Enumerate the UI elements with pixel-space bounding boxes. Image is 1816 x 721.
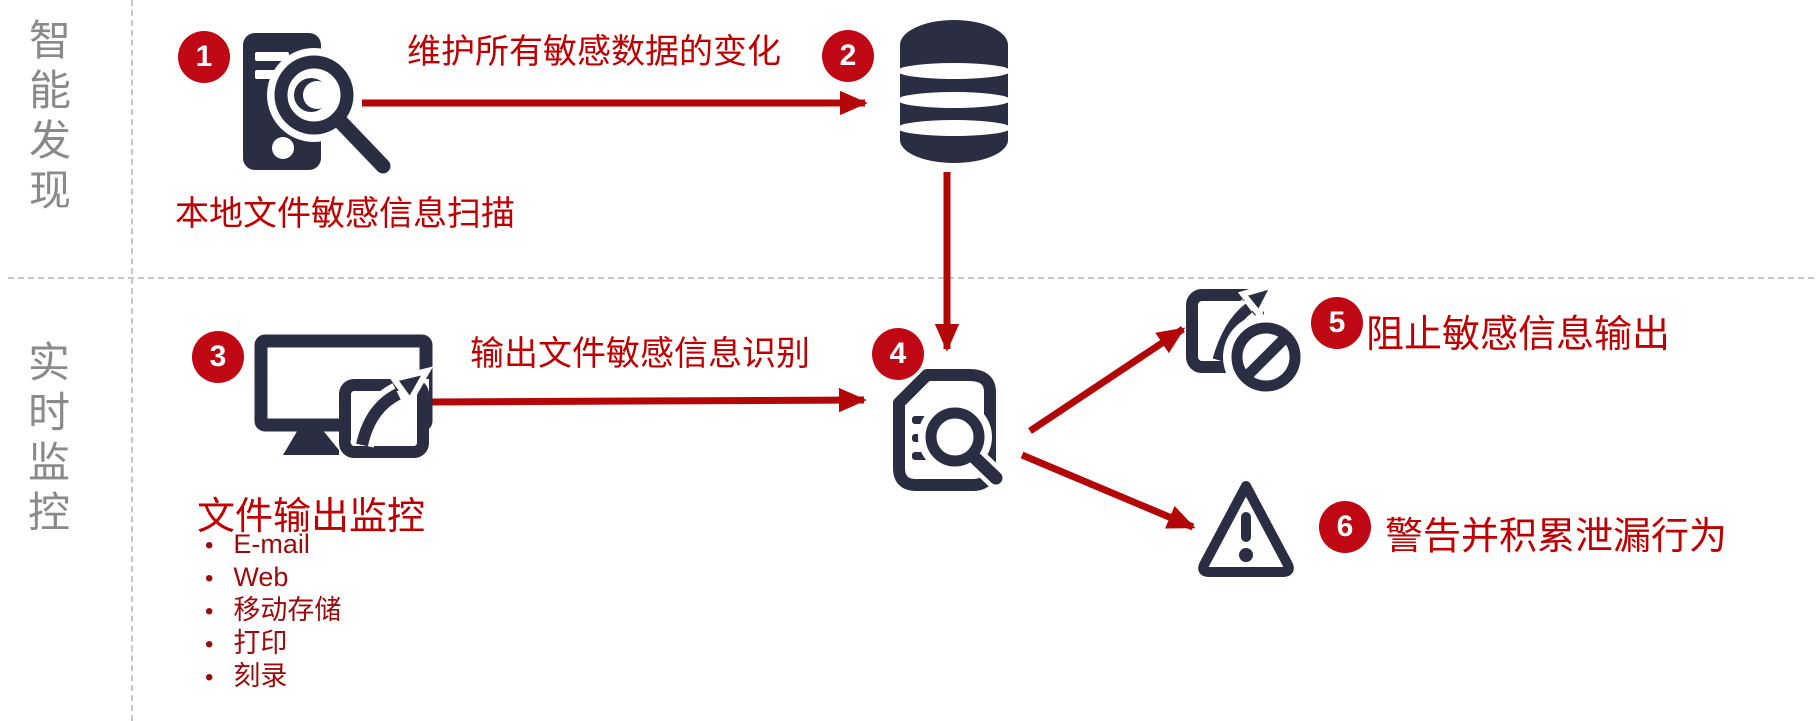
- document-block-icon: [1186, 280, 1309, 400]
- channel-item: E-mail: [205, 528, 341, 561]
- step6-label: 警告并积累泄漏行为: [1385, 516, 1728, 558]
- document-scan-icon: [893, 369, 1007, 491]
- monitor-share-icon: [254, 334, 434, 458]
- step-badge-4: 4: [872, 328, 924, 380]
- flow-arrow-3-4: [431, 387, 867, 413]
- flow-3-4-label: 输出文件敏感信息识别: [470, 335, 810, 373]
- channel-item: 打印: [205, 627, 341, 660]
- step-badge-2: 2: [822, 30, 874, 82]
- channel-item: 刻录: [205, 660, 341, 693]
- flow-arrow-4-6: [1020, 451, 1196, 531]
- step5-label: 阻止敏感信息输出: [1366, 314, 1671, 356]
- output-channel-list: E-mail Web 移动存储 打印 刻录: [205, 528, 341, 693]
- channel-item: 移动存储: [205, 594, 341, 627]
- phone-scan-icon: [243, 33, 398, 181]
- warning-triangle-icon: [1198, 481, 1294, 577]
- step1-label: 本地文件敏感信息扫描: [175, 195, 515, 233]
- flow-1-2-label: 维护所有敏感数据的变化: [407, 33, 781, 71]
- flow-arrow-4-5: [1028, 326, 1186, 434]
- channel-item: Web: [205, 561, 341, 594]
- step-badge-6: 6: [1319, 501, 1371, 553]
- step-badge-5: 5: [1311, 297, 1363, 349]
- step-badge-3: 3: [192, 331, 244, 383]
- section-label-discovery: 智能发现: [28, 17, 71, 214]
- step-badge-1: 1: [178, 31, 230, 83]
- database-icon: [897, 20, 1011, 163]
- section-label-monitoring: 实时监控: [27, 339, 70, 536]
- vertical-divider: [131, 0, 133, 721]
- horizontal-divider: [8, 277, 1814, 279]
